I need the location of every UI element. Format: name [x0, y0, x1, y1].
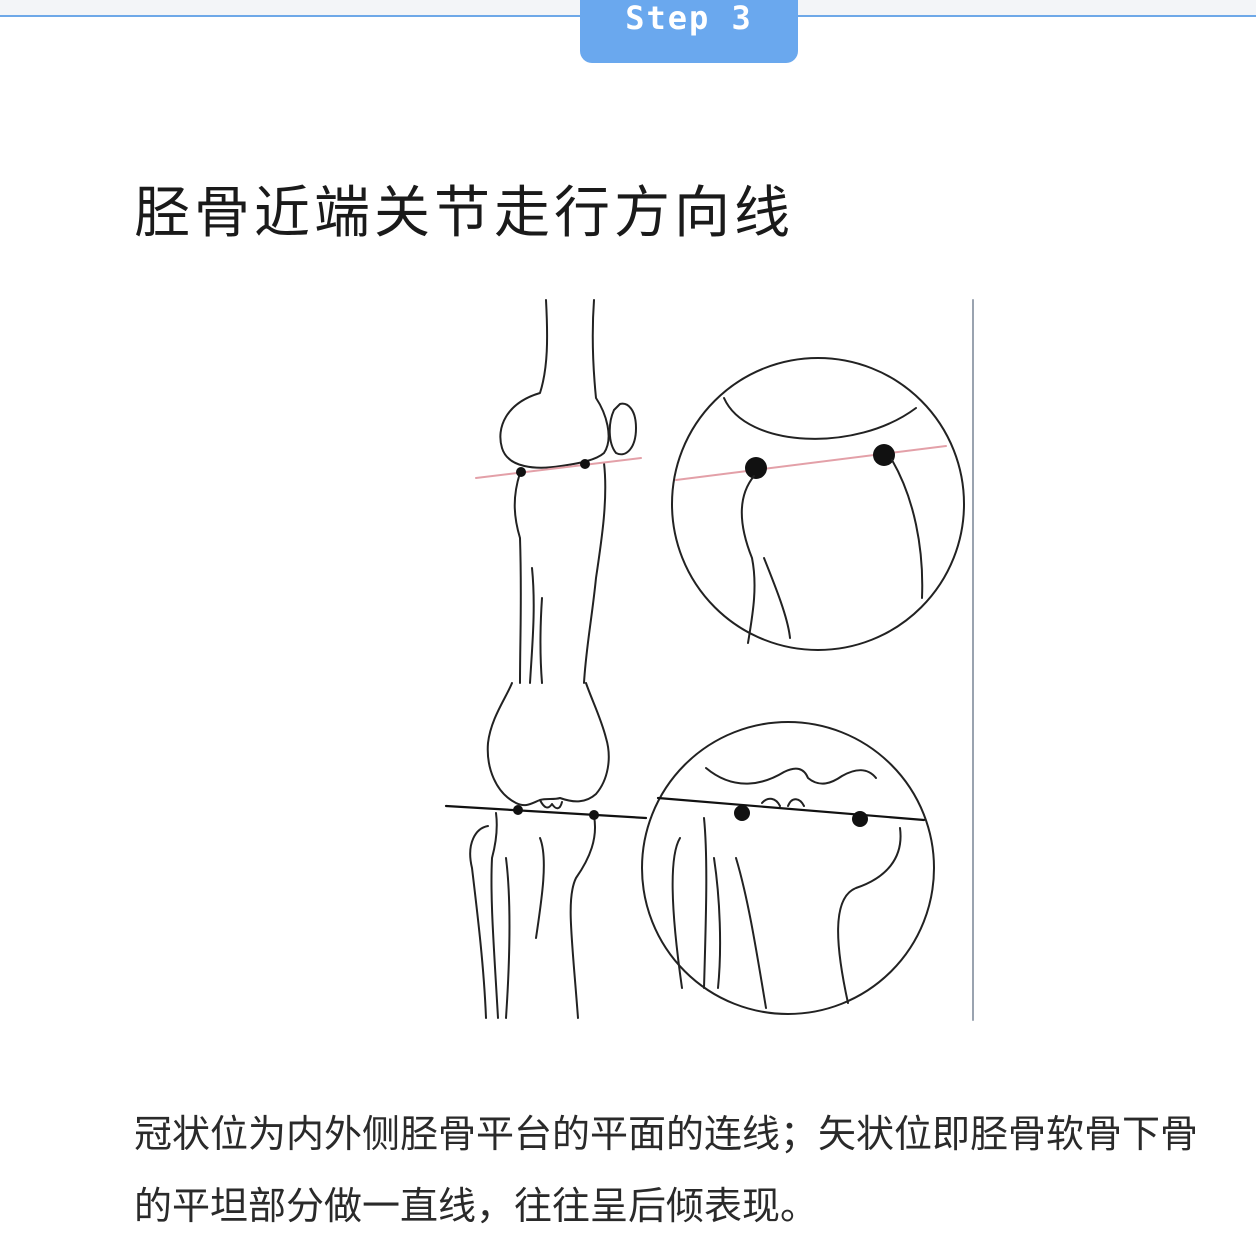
coronal-magnified-view: [641, 721, 935, 1015]
step-label: Step 3: [625, 0, 753, 37]
sagittal-magnified-view: [671, 357, 965, 651]
tibia-illustration: [444, 299, 974, 1021]
tibia-diagram: [436, 298, 976, 1023]
step-badge: Step 3: [580, 0, 798, 63]
section-title: 胫骨近端关节走行方向线: [134, 181, 794, 246]
coronal-knee-drawing: [444, 682, 648, 1019]
description-text: 冠状位为内外侧胫骨平台的平面的连线；矢状位即胫骨软骨下骨的平坦部分做一直线，往往…: [134, 1112, 1199, 1228]
sagittal-slope-line: [475, 457, 642, 479]
sagittal-knee-drawing: [475, 299, 642, 684]
coronal-joint-line: [444, 804, 648, 820]
